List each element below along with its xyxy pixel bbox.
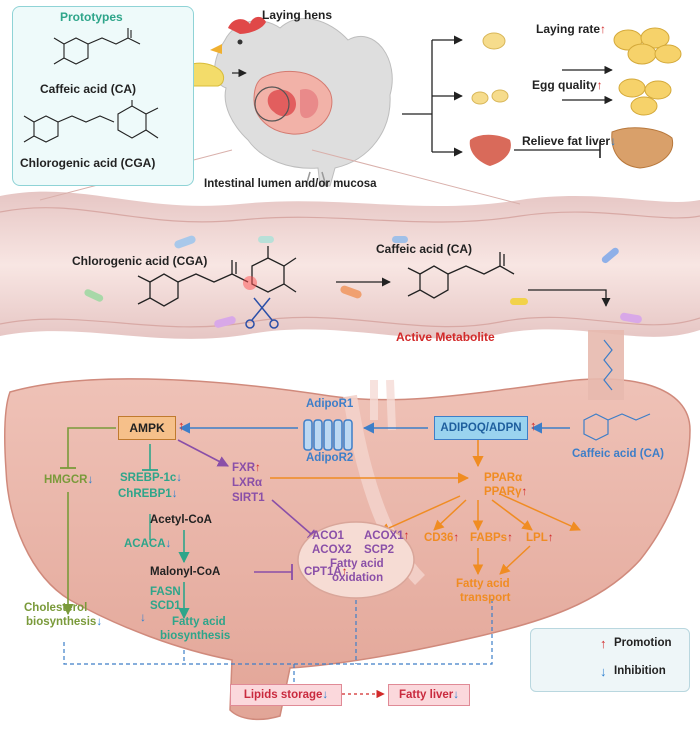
mitochondrion [297,521,415,599]
acox2-label: ACOX2 [312,544,352,556]
chrebp-label: ChREBP1↓ [118,488,178,500]
ca-liver-structure [583,413,651,441]
legend-down-arrow: ↓ [600,664,607,679]
active-metabolite-label: Active Metabolite [396,330,495,344]
fabps-label: FABPs↑ [470,532,513,544]
acetyl-coa-label: Acetyl-CoA [150,514,212,526]
prototypes-title: Prototypes [60,10,123,24]
adipoq-arrow: ↑ [530,418,537,433]
srebp-label: SREBP-1c↓ [120,472,182,484]
ca-structure [407,252,515,299]
liver-small-icon [469,134,511,166]
legend-panel [530,628,690,692]
fa-bio-line2: biosynthesis [160,630,231,642]
fatty-liver-box: Fatty liver↓ [388,684,470,706]
laying-hens-label: Laying hens [262,8,333,22]
cleavage-site [243,276,257,290]
intestinal-label: Intestinal lumen and/or mucosa [204,178,377,190]
hmgcr-label: HMGCR↓ [44,474,94,486]
legend-promotion: Promotion [614,637,672,649]
cd36-label: CD36↑ [424,532,460,544]
outcome-fat-liver: Relieve fat liver↓ [522,134,617,148]
eggs-large-1 [613,27,682,65]
adipoq-box: ADIPOQ/ADPN [434,416,528,440]
ca-structure-small [53,28,141,65]
lipids-storage-box: Lipids storage↓ [230,684,342,706]
fasn-arrow: ↓ [140,610,146,624]
outcome-laying-rate: Laying rate↑ [536,22,607,36]
liver-ca-label: Caffeic acid (CA) [572,448,665,460]
legend-up-arrow: ↑ [600,636,607,651]
lpl-label: LPL↑ [526,532,554,544]
fxr-label: FXR↑ [232,462,261,474]
cga-structure-small [23,100,159,143]
lxr-label: LXRα [232,477,263,489]
acaca-label: ACACA↓ [124,538,172,550]
scissors-icon [245,297,279,329]
ampk-arrow: ↑ [178,418,185,433]
portal-vessel [588,330,624,400]
cga-label: Chlorogenic acid (CGA) [20,156,156,170]
hen-illustration [210,16,393,187]
adipor-receptor [303,419,353,451]
gut-cga-label: Chlorogenic acid (CGA) [72,254,208,268]
gut-ca-label: Caffeic acid (CA) [376,242,473,256]
scp2-label: SCP2 [364,544,395,556]
prototypes-panel [12,6,194,186]
eggs-small-1 [482,32,506,50]
gut-bacteria [84,235,642,328]
pparg-label: PPARγ↑ [484,486,528,498]
cpt1a-label: CPT1A↑ [304,566,348,578]
aco1-label: ACO1 [312,530,344,542]
malonyl-coa-label: Malonyl-CoA [150,566,221,578]
adipor2-label: AdipoR2 [306,452,354,464]
fao-line1: Fatty acid [330,558,384,570]
eggs-small-2 [471,89,509,105]
sirt1-label: SIRT1 [232,492,265,504]
eggs-large-2 [618,78,672,116]
dashed-converge-lines [63,596,493,682]
cga-structure [137,246,297,307]
fa-bio-line1: Fatty acid [172,616,226,628]
fat-line2: transport [460,592,511,604]
legend-inhibition: Inhibition [614,665,666,677]
liver-healthy-icon [611,127,674,169]
acox1-label: ACOX1↑ [364,530,410,542]
ppara-label: PPARα [484,472,523,484]
fasn-label: FASN [150,586,181,598]
scd1-label: SCD1 [150,600,181,612]
chol-line1: Cholesterol [24,602,88,614]
fat-line1: Fatty acid [456,578,510,590]
ca-label: Caffeic acid (CA) [40,82,137,96]
chol-line2: biosynthesis↓ [26,616,103,628]
fao-line2: oxidation [332,572,384,584]
adipor1-label: AdipoR1 [306,398,354,410]
ampk-box: AMPK [118,416,176,440]
outcome-egg-quality: Egg quality↑ [532,78,603,92]
